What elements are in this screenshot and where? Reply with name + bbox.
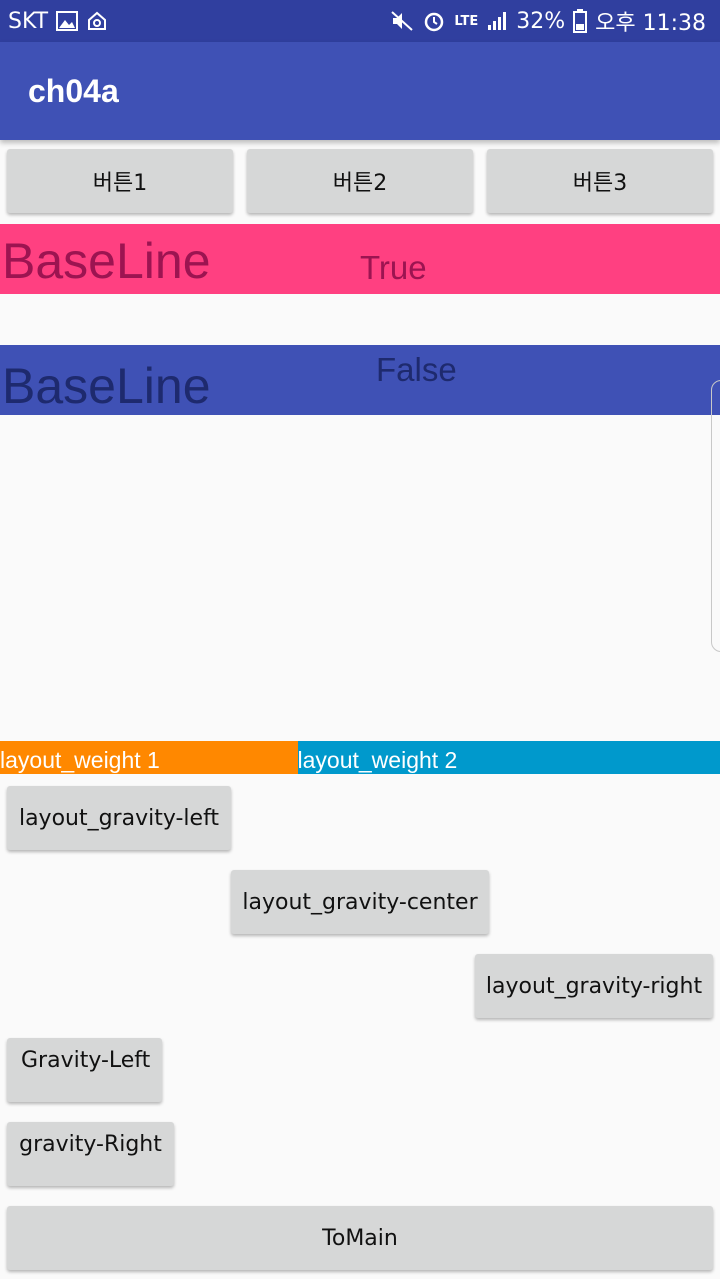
gravity-right-button[interactable]: gravity-Right [7, 1122, 174, 1186]
scroll-indicator [711, 380, 720, 652]
status-left: SKT [8, 9, 108, 34]
false-label: False [376, 351, 457, 388]
baseline-true-label: BaseLine [2, 233, 211, 289]
button-3[interactable]: 버튼3 [487, 149, 713, 213]
weight-row: layout_weight 1 layout_weight 2 [0, 741, 720, 774]
to-main-button[interactable]: ToMain [7, 1206, 713, 1270]
mute-icon [390, 10, 414, 32]
layout-weight-2: layout_weight 2 [297, 741, 720, 774]
carrier-label: SKT [8, 8, 49, 34]
alarm-icon [422, 9, 446, 33]
signal-icon [486, 10, 508, 32]
button-2[interactable]: 버튼2 [247, 149, 473, 213]
home-sync-icon [86, 10, 108, 32]
layout-gravity-right-button[interactable]: layout_gravity-right [475, 954, 713, 1018]
network-label: LTE [454, 13, 479, 29]
battery-percent: 32% [516, 8, 566, 34]
gravity-left-button[interactable]: Gravity-Left [7, 1038, 162, 1102]
app-title: ch04a [28, 73, 119, 109]
status-bar: SKT LTE 32% 오후 11:38 [0, 0, 720, 42]
image-icon [56, 11, 79, 31]
true-label: True [360, 249, 427, 286]
layout-weight-1: layout_weight 1 [0, 741, 298, 774]
button-1[interactable]: 버튼1 [7, 149, 233, 213]
clock: 오후 11:38 [595, 11, 706, 36]
baseline-false-label: BaseLine [2, 358, 211, 414]
status-right: LTE 32% 오후 11:38 [390, 5, 706, 37]
battery-icon [573, 9, 588, 33]
layout-gravity-left-button[interactable]: layout_gravity-left [7, 786, 231, 850]
baseline-true-row: BaseLine True [0, 224, 720, 294]
baseline-false-row: BaseLine False [0, 345, 720, 415]
app-bar: ch04a [0, 42, 720, 140]
layout-gravity-center-button[interactable]: layout_gravity-center [231, 870, 489, 934]
